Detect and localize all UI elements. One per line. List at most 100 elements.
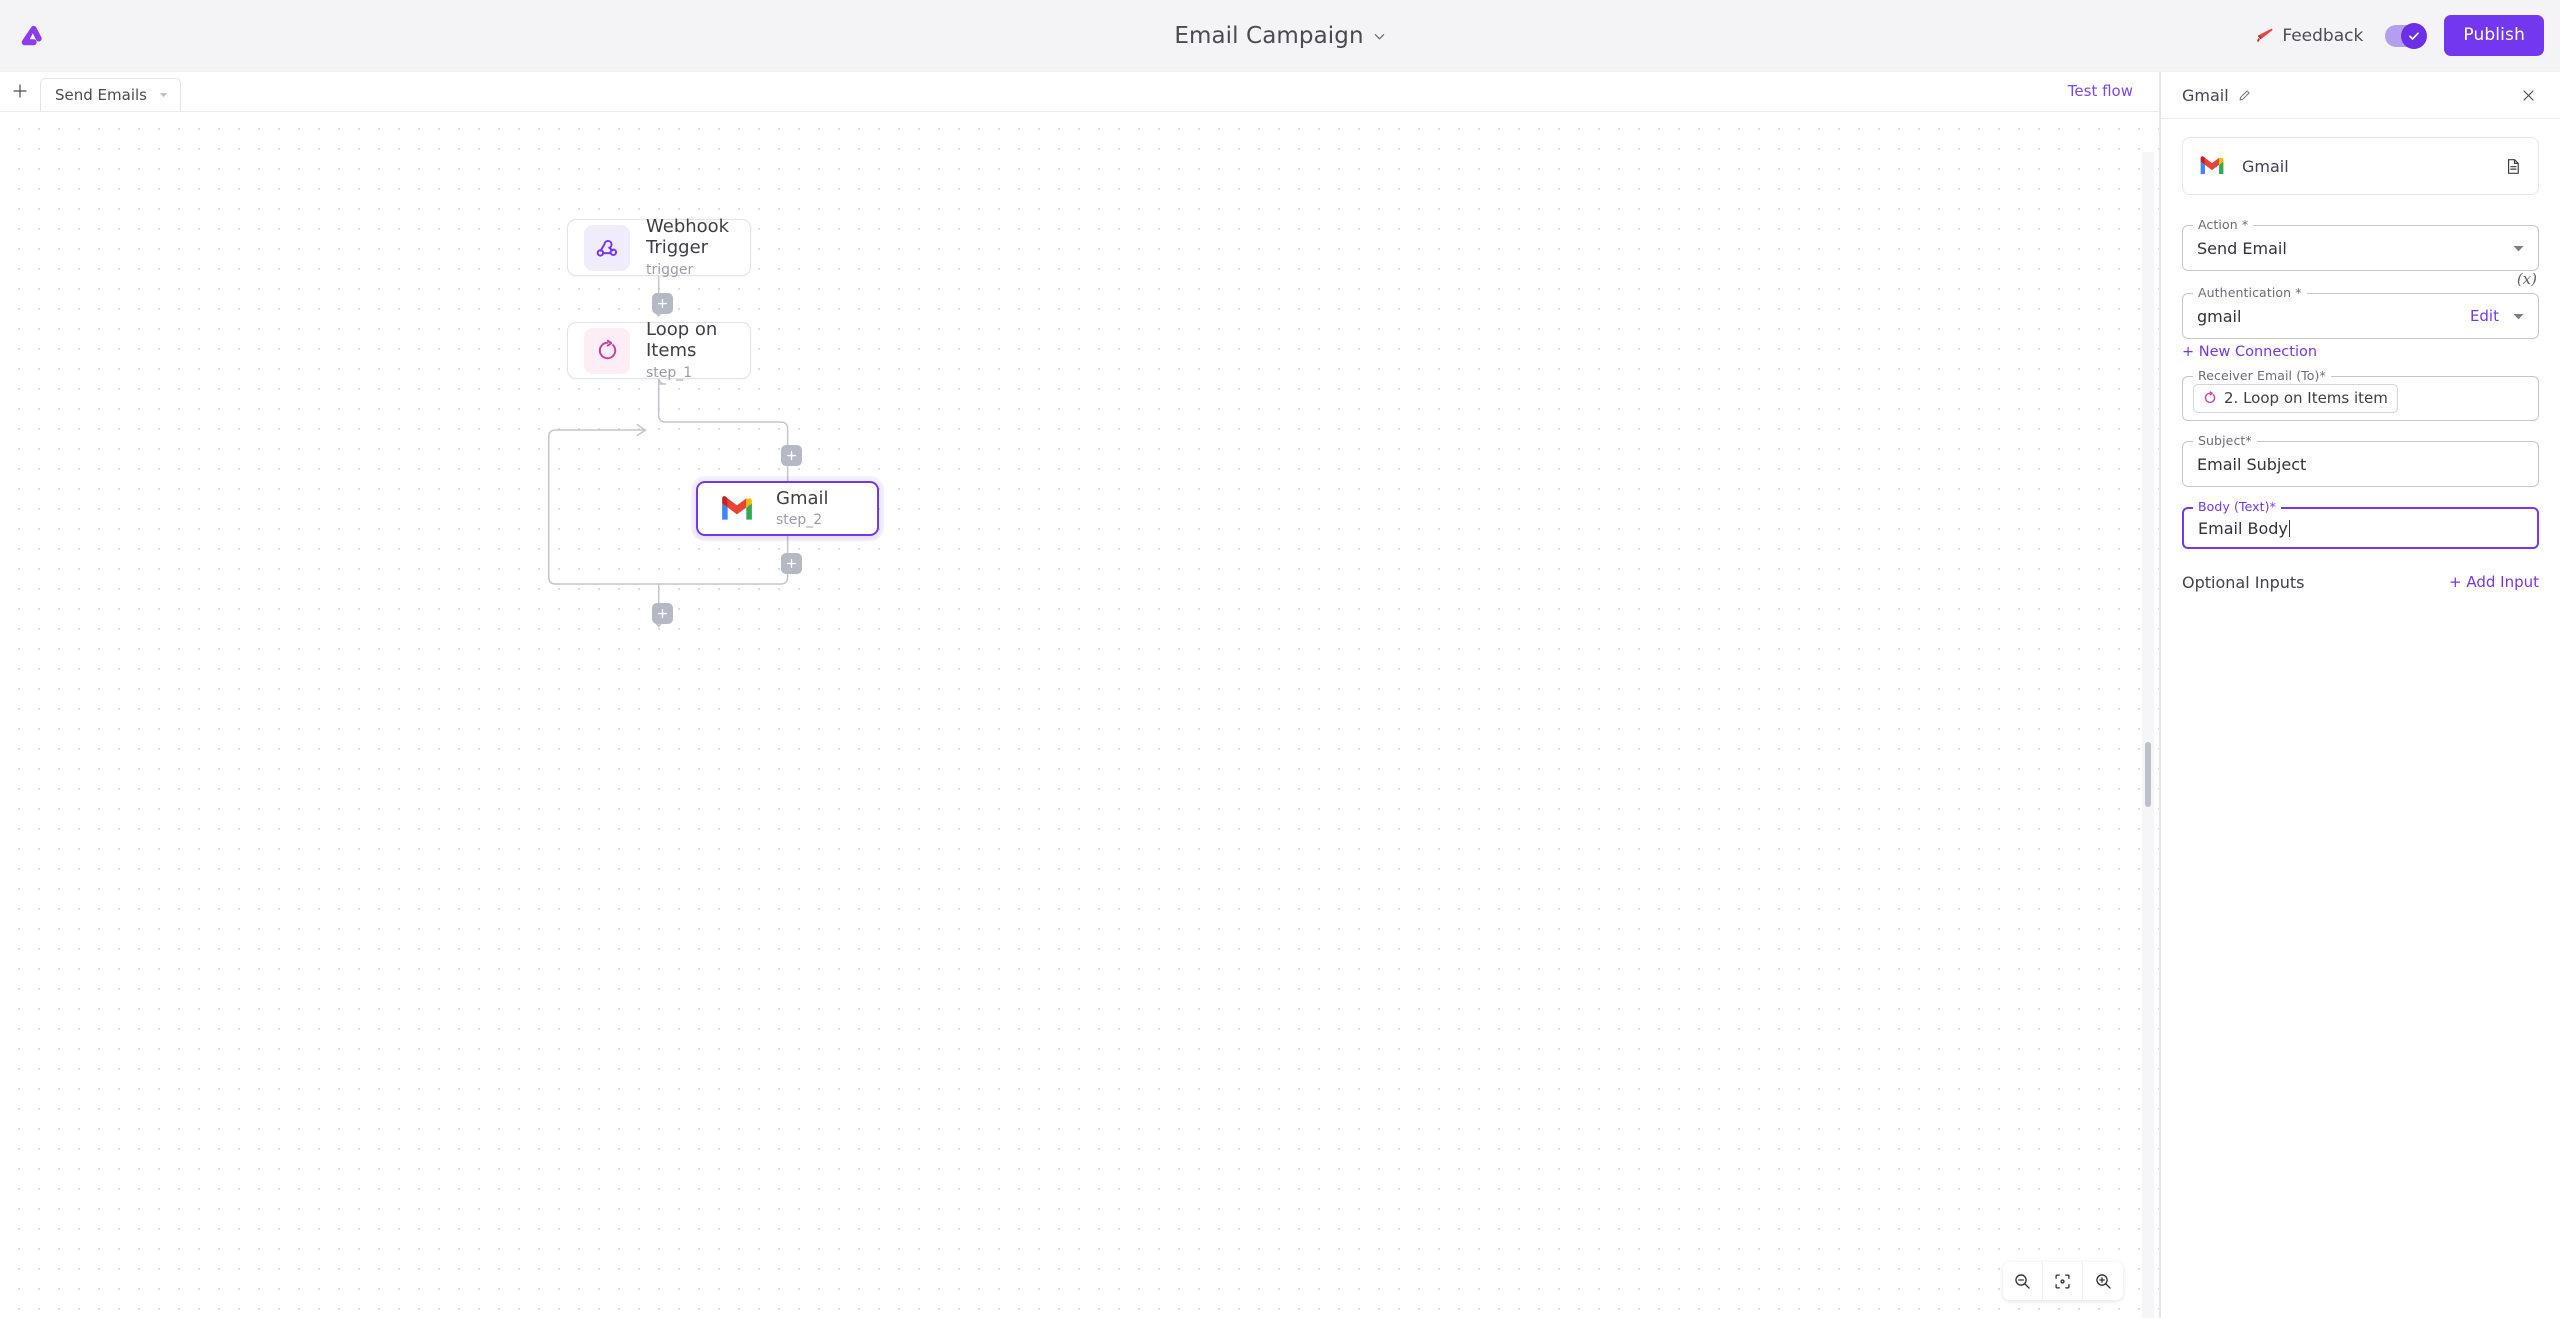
node-label-group: Gmail step_2	[776, 487, 829, 529]
webhook-icon	[596, 240, 617, 257]
gmail-icon-wrap	[714, 486, 760, 532]
test-flow-button[interactable]: Test flow	[2062, 79, 2139, 103]
focus-frame-icon	[2055, 1273, 2070, 1289]
new-connection-button[interactable]: + New Connection	[2182, 344, 2318, 360]
pencil-icon	[2239, 89, 2250, 100]
zoom-controls	[2003, 1262, 2123, 1300]
optional-inputs-label: Optional Inputs	[2182, 572, 2305, 592]
close-icon	[2523, 89, 2534, 101]
node-title: Gmail	[776, 487, 829, 509]
piece-selector-card[interactable]: Gmail	[2182, 137, 2539, 195]
add-step-after-trigger-button[interactable]	[652, 293, 673, 314]
field-body-text[interactable]: Body (Text)* Email Body	[2182, 499, 2539, 549]
zoom-in-button[interactable]	[2083, 1262, 2123, 1300]
flow-tab-bar: Send Emails Test flow	[0, 72, 2159, 112]
optional-inputs-row: Optional Inputs + Add Input	[2182, 571, 2539, 593]
scrollbar-thumb[interactable]	[2145, 742, 2151, 807]
edit-connection-link[interactable]: Edit	[2469, 307, 2499, 325]
add-flow-button[interactable]	[0, 71, 40, 111]
activepieces-logo-icon	[21, 25, 42, 45]
document-title-container: Email Campaign	[0, 0, 2560, 72]
chevron-down-icon	[1374, 33, 1384, 39]
add-step-after-loop-button[interactable]	[652, 603, 673, 624]
canvas-column: Send Emails Test flow	[0, 72, 2160, 1318]
gmail-icon-wrap	[2199, 153, 2225, 179]
triangle-down-icon	[159, 93, 168, 98]
gmail-icon	[2200, 156, 2224, 175]
fit-view-button[interactable]	[2043, 1262, 2083, 1300]
loop-icon	[598, 339, 616, 360]
close-panel-button[interactable]	[2517, 84, 2540, 107]
document-title[interactable]: Email Campaign	[1166, 19, 1393, 53]
panel-title: Gmail	[2182, 85, 2229, 105]
plus-icon	[786, 450, 797, 461]
value-chip-loop-item[interactable]: 2. Loop on Items item	[2193, 384, 2398, 413]
body-text-input[interactable]: Email Body	[2182, 507, 2539, 549]
megaphone-icon	[2257, 28, 2273, 42]
top-bar-actions: Feedback Publish	[2251, 15, 2560, 56]
authentication-select[interactable]: gmail Edit	[2182, 293, 2539, 339]
publish-button[interactable]: Publish	[2444, 15, 2544, 56]
document-title-text: Email Campaign	[1174, 23, 1364, 49]
zoom-out-button[interactable]	[2003, 1262, 2043, 1300]
triangle-down-icon[interactable]	[2513, 245, 2524, 252]
plus-icon	[657, 608, 668, 619]
magnifier-minus-icon	[2015, 1273, 2030, 1289]
panel-header: Gmail	[2161, 72, 2560, 119]
flow-edges	[547, 275, 789, 628]
document-icon	[2507, 158, 2519, 174]
loop-icon	[2204, 391, 2216, 404]
add-step-loop-bottom-button[interactable]	[781, 553, 802, 574]
subject-input[interactable]: Email Subject	[2182, 441, 2539, 487]
piece-docs-button[interactable]	[2505, 158, 2522, 175]
piece-name: Gmail	[2242, 156, 2289, 176]
chip-label: 2. Loop on Items item	[2224, 389, 2388, 407]
field-trailing: Edit	[2470, 307, 2524, 325]
action-select[interactable]: Send Email	[2182, 225, 2539, 271]
action-value: Send Email	[2197, 238, 2287, 258]
gmail-icon	[722, 495, 752, 520]
plus-icon	[657, 298, 668, 309]
add-input-button[interactable]: + Add Input	[2449, 573, 2539, 591]
workspace: Send Emails Test flow	[0, 72, 2560, 1318]
triangle-down-icon[interactable]	[2513, 313, 2524, 320]
field-receiver-email[interactable]: Receiver Email (To)* 2. Loop on Items it…	[2182, 368, 2539, 421]
step-settings-panel: Gmail	[2160, 72, 2560, 1318]
variable-insert-button[interactable]: (x)	[2516, 270, 2537, 288]
authentication-value: gmail	[2197, 306, 2242, 326]
toggle-knob	[2401, 22, 2428, 49]
webhook-icon-wrap	[584, 224, 630, 271]
node-subtitle: step_1	[646, 364, 693, 381]
top-bar: Email Campaign Feedback	[0, 0, 2560, 72]
field-trailing	[2513, 245, 2524, 252]
field-authentication[interactable]: (x) Authentication * gmail Edit	[2182, 270, 2539, 339]
node-subtitle: step_2	[776, 512, 823, 529]
publish-toggle[interactable]	[2385, 22, 2428, 49]
plus-icon	[13, 84, 27, 98]
rename-step-button[interactable]	[2236, 87, 2253, 104]
node-label-group: Loop on Items step_1	[646, 319, 734, 381]
canvas-vertical-scrollbar[interactable]	[2142, 152, 2154, 1318]
node-subtitle: trigger	[646, 261, 694, 278]
flow-tab-send-emails[interactable]: Send Emails	[40, 78, 181, 111]
check-icon	[2409, 31, 2420, 40]
node-title: Webhook Trigger	[646, 216, 730, 258]
node-webhook-trigger[interactable]: Webhook Trigger trigger	[567, 216, 751, 278]
receiver-email-input[interactable]: 2. Loop on Items item	[2182, 376, 2539, 421]
node-gmail[interactable]: Gmail step_2	[696, 481, 879, 536]
flow-tab-label: Send Emails	[55, 86, 147, 104]
node-loop-on-items[interactable]: Loop on Items step_1	[567, 319, 751, 381]
flow-canvas[interactable]: Webhook Trigger trigger	[0, 112, 2159, 1318]
field-action[interactable]: Action * Send Email	[2182, 217, 2539, 271]
app-logo[interactable]	[4, 21, 60, 51]
subject-value: Email Subject	[2197, 454, 2307, 474]
field-subject[interactable]: Subject* Email Subject	[2182, 433, 2539, 487]
add-step-loop-top-button[interactable]	[781, 445, 802, 466]
node-label-group: Webhook Trigger trigger	[646, 216, 734, 278]
node-title: Loop on Items	[646, 319, 718, 361]
new-connection-row: + New Connection	[2182, 341, 2539, 360]
feedback-button[interactable]: Feedback	[2251, 20, 2367, 52]
body-text-value: Email Body	[2198, 518, 2288, 538]
loop-icon-wrap	[584, 327, 630, 374]
